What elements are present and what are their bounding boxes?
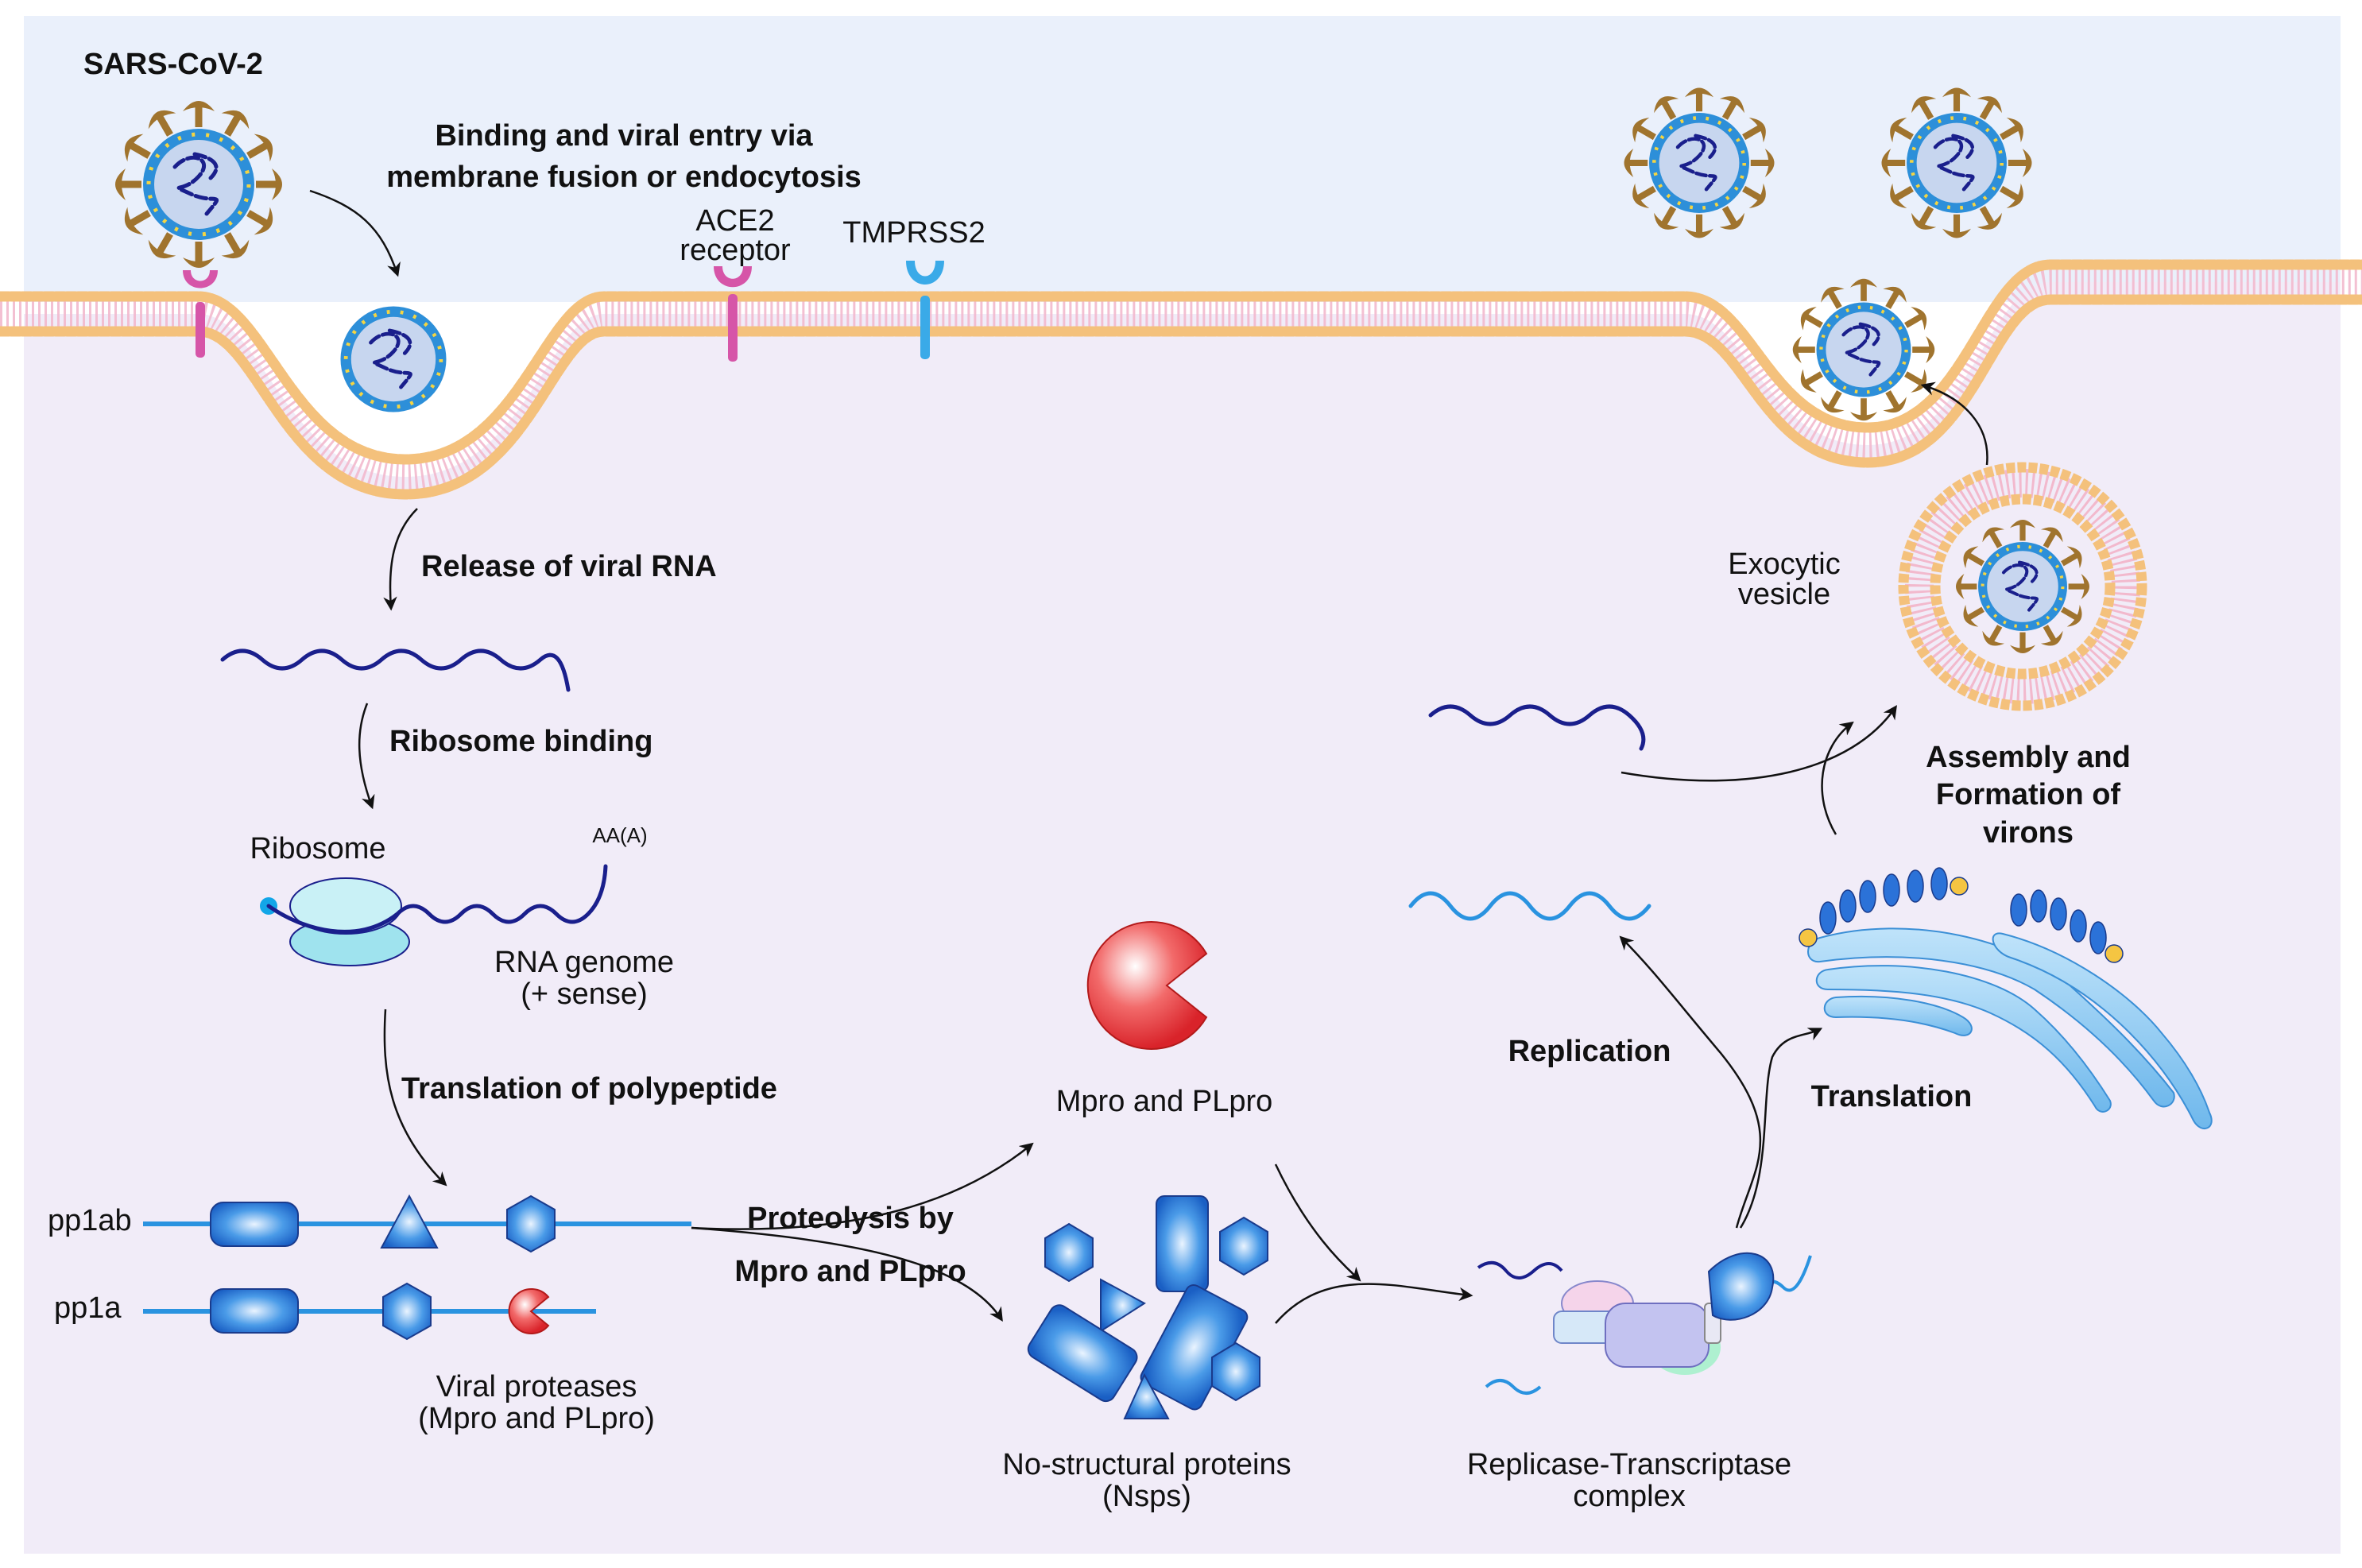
label-exocytic-line1: Exocytic bbox=[1728, 548, 1840, 581]
label-genome-line2: (+ sense) bbox=[521, 978, 647, 1011]
mpro-protease-icon bbox=[1086, 921, 1208, 1050]
golgi-bud bbox=[1839, 889, 1857, 923]
label-proteases-line1: Viral proteases bbox=[436, 1370, 637, 1403]
label-mpro-plpro: Mpro and PLpro bbox=[1056, 1085, 1273, 1118]
golgi-bud bbox=[2105, 944, 2124, 963]
label-proteolysis-line2: Mpro and PLpro bbox=[734, 1255, 966, 1288]
rna-genome bbox=[266, 864, 608, 934]
label-ace2-line1: ACE2 bbox=[695, 204, 774, 238]
cytoplasm-region bbox=[24, 282, 2341, 1554]
pp1ab-polyprotein bbox=[143, 1194, 691, 1253]
arrow-ribosome-binding bbox=[358, 703, 375, 810]
golgi-bud bbox=[1930, 867, 1948, 900]
arrow-rna-to-vesicle bbox=[1620, 705, 1897, 782]
label-ace2-line2: receptor bbox=[680, 234, 791, 267]
virus-released-1 bbox=[1624, 87, 1775, 238]
label-rtc-line2: complex bbox=[1573, 1480, 1686, 1513]
virus-sars-cov-2 bbox=[115, 101, 282, 268]
arrow-translation bbox=[1739, 1028, 1823, 1229]
label-polya: AA(A) bbox=[592, 823, 647, 847]
labels: SARS-CoV-2 Binding and viral entry via m… bbox=[48, 48, 2131, 1513]
label-genome-line1: RNA genome bbox=[494, 946, 674, 979]
replicated-rna-dark bbox=[1428, 704, 1646, 751]
label-assembly-line1: Assembly and bbox=[1926, 741, 2131, 774]
virus-budding bbox=[1792, 278, 1935, 421]
label-assembly-line2: Formation of bbox=[1936, 778, 2121, 811]
golgi-bud bbox=[1883, 873, 1900, 907]
label-sars-cov-2: SARS-CoV-2 bbox=[83, 48, 263, 81]
label-proteolysis-line1: Proteolysis by bbox=[747, 1202, 954, 1235]
tmprss2-receptor bbox=[906, 261, 944, 359]
label-entry-line1: Binding and viral entry via bbox=[435, 119, 813, 153]
label-ribosome: Ribosome bbox=[250, 832, 385, 865]
label-rtc-line1: Replicase-Transcriptase bbox=[1467, 1448, 1791, 1481]
golgi-bud bbox=[2010, 893, 2027, 927]
golgi-bud bbox=[2070, 909, 2087, 943]
arrow-proteolysis-up bbox=[691, 1142, 1034, 1230]
golgi-apparatus bbox=[1799, 867, 2213, 1129]
virus-endocytosed bbox=[340, 306, 447, 412]
virus-released-2 bbox=[1881, 87, 2032, 238]
ace2-receptor bbox=[714, 266, 752, 362]
arrow-release bbox=[383, 508, 418, 611]
ribosome bbox=[260, 864, 608, 966]
label-translation-polypeptide: Translation of polypeptide bbox=[401, 1072, 777, 1105]
label-nsps-line1: No-structural proteins bbox=[1002, 1448, 1291, 1481]
golgi-bud bbox=[2050, 897, 2067, 931]
arrow-proteolysis-down bbox=[691, 1226, 1003, 1322]
arrow-replication bbox=[1619, 935, 1762, 1229]
replicase-transcriptase-complex bbox=[1477, 1252, 1812, 1395]
label-proteases-line2: (Mpro and PLpro) bbox=[418, 1402, 655, 1435]
golgi-bud bbox=[2030, 889, 2047, 923]
label-pp1a: pp1a bbox=[54, 1291, 122, 1325]
extracellular-region bbox=[24, 16, 2341, 302]
label-translation: Translation bbox=[1811, 1080, 1973, 1113]
golgi-bud bbox=[1907, 869, 1924, 903]
arrow-mpro-to-rtc bbox=[1274, 1163, 1361, 1282]
pp1a-polyprotein bbox=[143, 1282, 596, 1341]
golgi-bud bbox=[1950, 877, 1969, 896]
arrow-translation-poly bbox=[383, 1009, 447, 1187]
viral-rna-strand bbox=[220, 648, 571, 692]
nsps-cluster bbox=[1027, 1195, 1268, 1419]
label-entry-line2: membrane fusion or endocytosis bbox=[386, 161, 862, 194]
golgi-bud bbox=[1859, 880, 1876, 913]
label-pp1ab: pp1ab bbox=[48, 1204, 132, 1237]
label-ribosome-binding: Ribosome binding bbox=[389, 725, 652, 758]
arrow-vesicle-to-release bbox=[1920, 381, 1988, 466]
ace2-receptor-left bbox=[183, 270, 218, 358]
virus-in-vesicle bbox=[1956, 520, 2089, 653]
arrow-entry bbox=[309, 189, 401, 277]
label-exocytic-line2: vesicle bbox=[1738, 578, 1830, 611]
arrow-nsps-to-rtc bbox=[1275, 1283, 1473, 1324]
label-tmprss2: TMPRSS2 bbox=[842, 216, 985, 250]
arrow-golgi-to-vesicle bbox=[1821, 721, 1854, 835]
cell-membrane bbox=[0, 259, 2362, 500]
golgi-bud bbox=[1819, 901, 1837, 935]
golgi-bud bbox=[1799, 928, 1818, 947]
label-assembly-line3: virons bbox=[1983, 816, 2074, 850]
label-release: Release of viral RNA bbox=[421, 550, 717, 583]
label-replication: Replication bbox=[1508, 1035, 1671, 1068]
replicated-rna-light bbox=[1408, 891, 1651, 921]
golgi-bud bbox=[2089, 921, 2107, 954]
label-nsps-line2: (Nsps) bbox=[1102, 1480, 1191, 1513]
